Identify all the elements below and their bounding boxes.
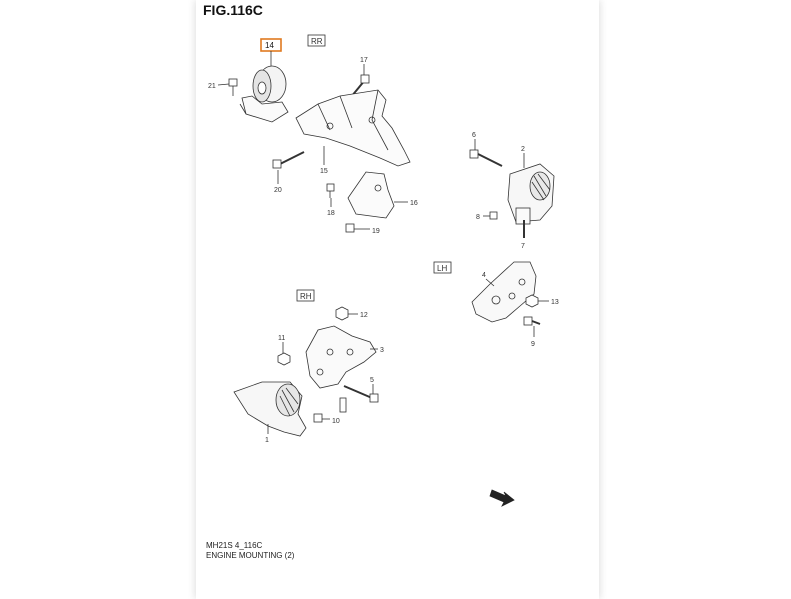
section-label-rh-box [296, 289, 315, 302]
part-9-bolt[interactable] [523, 316, 541, 326]
callout-1[interactable]: 1 [265, 437, 269, 444]
section-label-lh-box [433, 261, 452, 274]
part-10-bolt[interactable] [313, 413, 323, 423]
callout-2[interactable]: 2 [521, 146, 525, 153]
part-8-bolt[interactable] [489, 211, 498, 220]
part-5-bolt[interactable] [343, 385, 379, 403]
part-1-engine-mount[interactable] [233, 381, 347, 437]
part-2-engine-mount[interactable] [507, 163, 555, 225]
part-3-bracket[interactable] [305, 325, 377, 389]
part-4-bracket[interactable] [471, 261, 537, 323]
part-13-nut[interactable] [525, 294, 539, 308]
section-rr: RR 14 21 [208, 34, 418, 235]
callout-9[interactable]: 9 [531, 341, 535, 348]
callout-17[interactable]: 17 [360, 57, 368, 64]
part-12-nut[interactable] [335, 306, 349, 321]
part-20-bolt[interactable] [272, 151, 305, 169]
callout-7[interactable]: 7 [521, 243, 525, 250]
figure-title: FIG.116C [203, 2, 263, 18]
callout-20[interactable]: 20 [274, 187, 282, 194]
callout-11[interactable]: 11 [278, 335, 285, 342]
callout-13[interactable]: 13 [551, 299, 559, 306]
section-label-rh: RH [300, 292, 312, 301]
section-lh: LH 6 2 8 [433, 132, 559, 348]
part-19-bolt[interactable] [345, 223, 355, 233]
section-label-rr-box [307, 34, 326, 47]
front-arrow-icon [489, 489, 515, 507]
callout-15[interactable]: 15 [320, 168, 328, 175]
part-16-bracket[interactable] [347, 171, 395, 219]
callout-8[interactable]: 8 [476, 214, 480, 221]
part-21-bolt[interactable] [228, 78, 238, 96]
callout-16[interactable]: 16 [410, 200, 418, 207]
callout-6[interactable]: 6 [472, 132, 476, 139]
part-14-rubber-mount[interactable] [239, 65, 289, 123]
callout-12[interactable]: 12 [360, 312, 368, 319]
callout-10[interactable]: 10 [332, 418, 340, 425]
callout-14[interactable]: 14 [265, 41, 274, 50]
callout-21[interactable]: 21 [208, 83, 216, 90]
part-18-bolt[interactable] [326, 183, 335, 198]
callout-5[interactable]: 5 [370, 377, 374, 384]
callout-3[interactable]: 3 [380, 347, 384, 354]
callout-19[interactable]: 19 [372, 228, 380, 235]
section-label-lh: LH [437, 264, 447, 273]
part-6-bolt[interactable] [469, 149, 503, 167]
caption-title: ENGINE MOUNTING (2) [206, 551, 295, 560]
section-rh: RH 12 3 11 [233, 289, 384, 444]
part-11-nut[interactable] [277, 352, 291, 366]
part-15-bracket[interactable] [295, 89, 411, 167]
section-label-rr: RR [311, 37, 323, 46]
callout-4[interactable]: 4 [482, 272, 486, 279]
callout-18[interactable]: 18 [327, 210, 335, 217]
caption-code: MH21S 4_116C [206, 541, 263, 550]
